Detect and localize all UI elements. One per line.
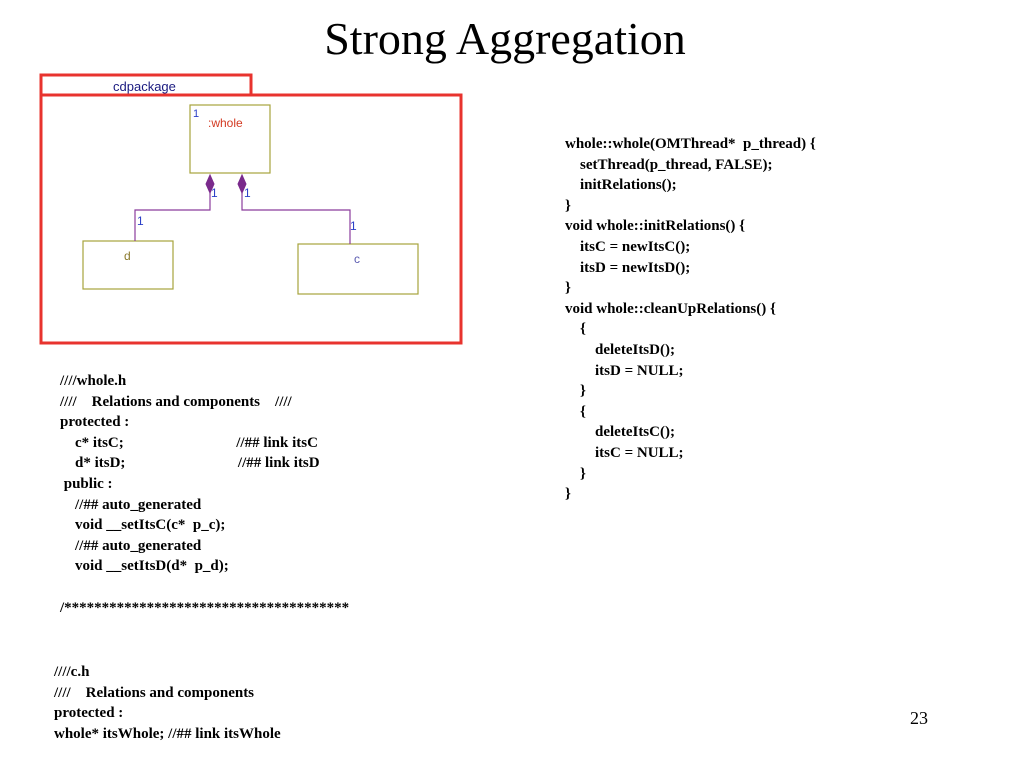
c-mult-at-part: 1 [350,219,357,233]
code-line: protected : [54,705,124,722]
class-d[interactable] [82,240,174,290]
class-c[interactable] [297,243,419,295]
code-line: whole::whole(OMThread* p_thread) { [565,136,816,152]
code-whole-h: ////whole.h //// Relations and components… [60,371,349,618]
d-class-name: d [124,249,131,263]
code-line: deleteItsD(); [565,341,675,358]
code-line: deleteItsC(); [565,424,675,441]
code-line: itsC = newItsC(); [565,238,691,255]
d-mult-at-whole: 1 [211,186,218,200]
code-line: void whole::cleanUpRelations() { [565,300,776,317]
c-mult-at-whole: 1 [244,186,251,200]
code-line: //// Relations and components [54,684,255,701]
code-line: protected : [60,414,130,431]
composition-diamond-d [205,173,215,195]
code-line: c* itsC; //## link itsC [60,434,318,451]
code-line: } [565,486,571,503]
code-line: //## auto_generated [60,537,202,554]
code-line: } [565,383,586,400]
package-body [39,93,463,345]
code-line: itsD = newItsD(); [565,259,691,276]
class-whole[interactable] [189,104,271,174]
code-c-h: ////c.h //// Relations and components prot… [54,662,281,744]
d-mult-at-part: 1 [137,214,144,228]
code-line: void __setItsD(d* p_d); [60,558,229,575]
code-line: } [565,465,586,482]
code-line: { [565,321,586,338]
whole-class-name: :whole [208,116,243,130]
whole-multiplicity: 1 [193,108,199,120]
page-number: 23 [910,708,928,728]
code-line: //## auto_generated [60,496,202,513]
code-line: whole* itsWhole; //## link itsWhole [54,725,281,742]
code-line: void whole::initRelations() { [565,218,746,235]
code-line: d* itsD; //## link itsD [60,455,320,472]
code-line: } [565,280,571,297]
code-line: //// Relations and components //// [60,393,292,410]
code-line: { [565,403,586,420]
code-whole-cpp: whole::whole(OMThread* p_thread) { setTh… [565,134,816,505]
slide-title: Strong Aggregation [324,13,686,64]
code-line: void __setItsC(c* p_c); [60,517,226,534]
code-line: setThread(p_thread, FALSE); [565,156,773,173]
code-line [60,577,349,598]
code-line: } [565,197,571,214]
code-line: ////c.h [54,664,90,680]
package-name: cdpackage [113,79,176,94]
code-line: public : [60,475,113,492]
composition-link-c[interactable] [241,193,351,244]
code-line: itsC = NULL; [565,444,684,461]
code-line: /************************************** [60,599,350,616]
code-line: initRelations(); [565,177,677,194]
code-line: itsD = NULL; [565,362,684,379]
composition-diamond-c [237,173,247,195]
code-line: ////whole.h [60,373,127,389]
c-class-name: c [354,252,360,266]
composition-link-d[interactable] [134,193,211,241]
